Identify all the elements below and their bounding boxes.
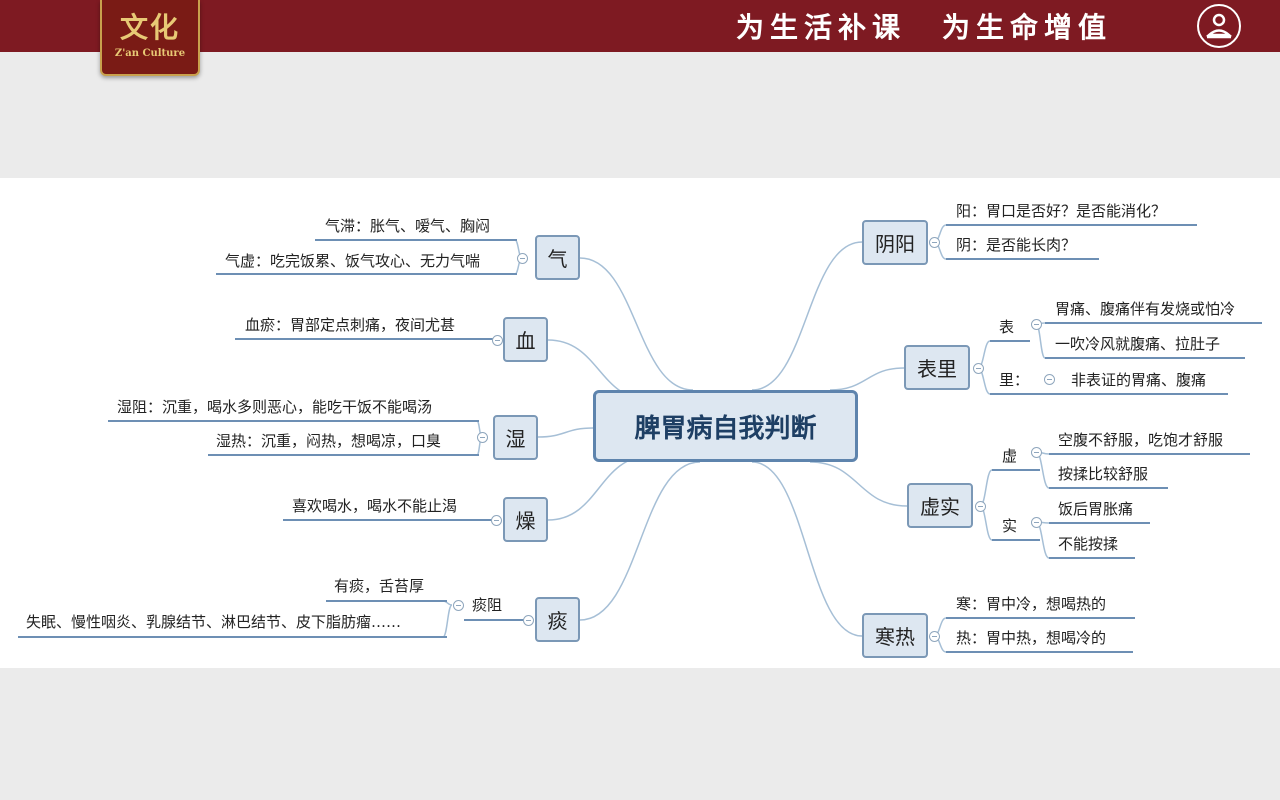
brand-logo: 文化 Z'an Culture bbox=[100, 0, 200, 76]
detail-cold: 寒：胃中冷，想喝热的 bbox=[956, 595, 1107, 613]
person-circle-icon[interactable] bbox=[1197, 4, 1241, 48]
logo-subtitle: Z'an Culture bbox=[114, 48, 186, 59]
group-interior: 里： bbox=[999, 371, 1030, 389]
branch-qi[interactable]: 气 bbox=[535, 235, 580, 280]
link-center-cold-heat bbox=[751, 461, 863, 637]
branch-deficiency-excess[interactable]: 虚实 bbox=[907, 483, 973, 528]
collapse-exterior-interior[interactable] bbox=[973, 363, 984, 374]
collapse-deficiency-excess[interactable] bbox=[975, 501, 986, 512]
slogan: 为生活补课 为生命增值 bbox=[736, 6, 1112, 46]
detail-phlegm-conditions: 失眠、慢性咽炎、乳腺结节、淋巴结节、皮下脂肪瘤…… bbox=[26, 613, 402, 631]
link-center-exterior-interior bbox=[829, 367, 905, 391]
link-center-dryness bbox=[547, 455, 651, 521]
collapse-damp[interactable] bbox=[477, 432, 488, 443]
branch-blood[interactable]: 血 bbox=[503, 317, 548, 362]
collapse-exterior[interactable] bbox=[1031, 319, 1042, 330]
collapse-phlegm-sub[interactable] bbox=[453, 600, 464, 611]
branch-exterior-interior[interactable]: 表里 bbox=[904, 345, 970, 390]
collapse-excess[interactable] bbox=[1031, 517, 1042, 528]
detail-deficiency-massage: 按揉比较舒服 bbox=[1058, 465, 1149, 483]
subbranch-phlegm-block: 痰阻 bbox=[472, 596, 503, 614]
detail-blood-stasis: 血瘀：胃部定点刺痛，夜间尤甚 bbox=[245, 316, 456, 334]
collapse-deficiency[interactable] bbox=[1031, 447, 1042, 458]
detail-excess-bloating: 饭后胃胀痛 bbox=[1058, 500, 1134, 518]
detail-excess-no-massage: 不能按揉 bbox=[1058, 535, 1119, 553]
collapse-qi[interactable] bbox=[517, 253, 528, 264]
collapse-blood[interactable] bbox=[492, 335, 503, 346]
detail-interior: 非表证的胃痛、腹痛 bbox=[1071, 371, 1207, 389]
slogan-text-1: 为生活补课 bbox=[736, 11, 907, 44]
link-center-yinyang bbox=[751, 241, 863, 391]
group-exterior: 表 bbox=[999, 318, 1015, 336]
detail-qi-stagnation: 气滞：胀气、嗳气、胸闷 bbox=[325, 217, 491, 235]
detail-damp-heat: 湿热：沉重，闷热，想喝凉，口臭 bbox=[216, 432, 442, 450]
link-phlegm-2 bbox=[442, 604, 453, 638]
link-center-qi bbox=[579, 257, 694, 391]
detail-yang: 阳：胃口是否好？是否能消化？ bbox=[956, 202, 1167, 220]
collapse-yinyang[interactable] bbox=[929, 237, 940, 248]
branch-cold-heat[interactable]: 寒热 bbox=[862, 613, 928, 658]
group-deficiency: 虚 bbox=[1002, 447, 1018, 465]
header-banner: 为生活补课 为生命增值 bbox=[0, 0, 1280, 52]
detail-heat: 热：胃中热，想喝冷的 bbox=[956, 629, 1107, 647]
collapse-interior[interactable] bbox=[1044, 374, 1055, 385]
link-center-deficiency-excess bbox=[809, 461, 908, 507]
branch-damp[interactable]: 湿 bbox=[493, 415, 538, 460]
collapse-cold-heat[interactable] bbox=[929, 631, 940, 642]
detail-phlegm-tongue: 有痰，舌苔厚 bbox=[334, 577, 425, 595]
branch-yinyang[interactable]: 阴阳 bbox=[862, 220, 928, 265]
detail-exterior-fever: 胃痛、腹痛伴有发烧或怕冷 bbox=[1055, 300, 1236, 318]
branch-phlegm[interactable]: 痰 bbox=[535, 597, 580, 642]
collapse-phlegm[interactable] bbox=[523, 615, 534, 626]
branch-dryness[interactable]: 燥 bbox=[503, 497, 548, 542]
detail-dryness: 喜欢喝水，喝水不能止渴 bbox=[292, 497, 458, 515]
mindmap-root[interactable]: 脾胃病自我判断 bbox=[593, 390, 858, 462]
link-center-phlegm bbox=[579, 461, 701, 621]
detail-deficiency-empty-stomach: 空腹不舒服，吃饱才舒服 bbox=[1058, 431, 1224, 449]
slogan-text-2: 为生命增值 bbox=[942, 11, 1113, 44]
detail-qi-deficiency: 气虚：吃完饭累、饭气攻心、无力气喘 bbox=[225, 252, 481, 270]
detail-exterior-cold-wind: 一吹冷风就腹痛、拉肚子 bbox=[1055, 335, 1221, 353]
logo-text: 文化 bbox=[119, 11, 180, 44]
detail-damp-block: 湿阻：沉重，喝水多则恶心，能吃干饭不能喝汤 bbox=[117, 398, 433, 416]
collapse-dryness[interactable] bbox=[491, 515, 502, 526]
link-center-damp bbox=[537, 427, 594, 438]
group-excess: 实 bbox=[1002, 517, 1018, 535]
detail-yin: 阴：是否能长肉？ bbox=[956, 236, 1077, 254]
